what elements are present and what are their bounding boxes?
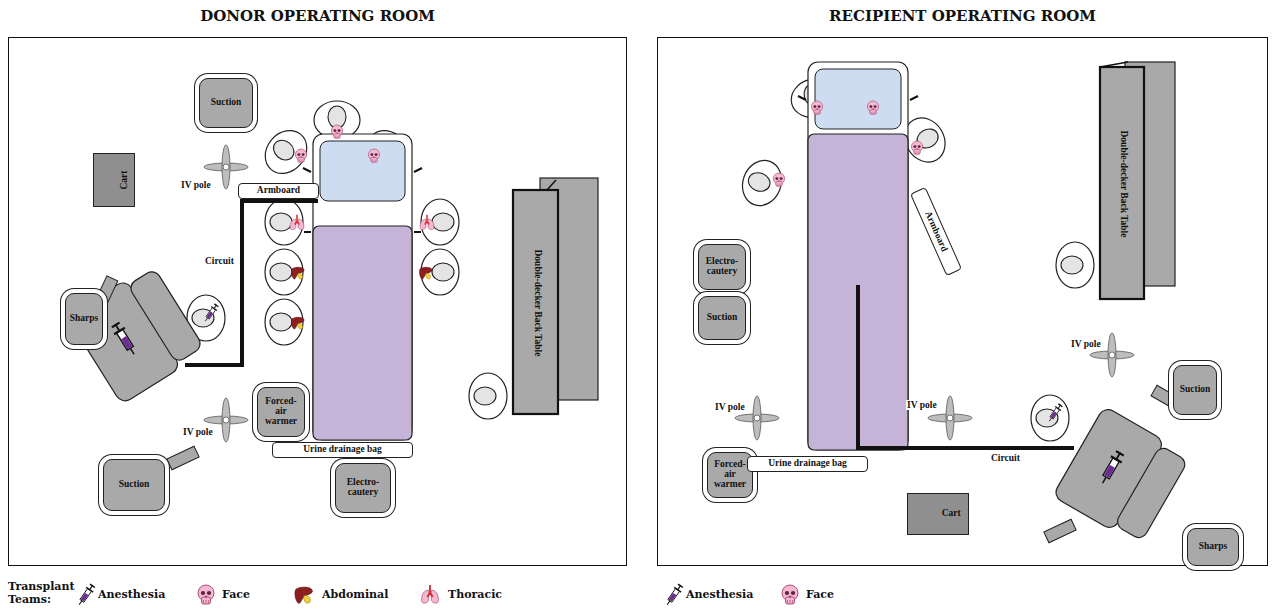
equipment-label: Suction xyxy=(1180,385,1211,395)
operating-room: DONOR OPERATING ROOMSuctionCartArmboardS… xyxy=(8,37,627,566)
legend-text: Abdominal xyxy=(322,588,388,601)
urine-drainage-bag: Urine drainage bag xyxy=(272,442,413,458)
iv-pole-label: IV pole xyxy=(714,402,746,412)
legend-text: Thoracic xyxy=(448,588,502,601)
equipment-label: Suction xyxy=(119,480,150,490)
back-table: Double-decker Back Table xyxy=(1101,68,1145,300)
room-title: DONOR OPERATING ROOM xyxy=(9,7,626,25)
electrocautery-unit: Electro-cautery xyxy=(335,463,391,513)
legend-text: Anesthesia xyxy=(686,588,753,601)
legend-text: Face xyxy=(806,588,834,601)
equipment-label: Urine drainage bag xyxy=(303,445,382,455)
operating-room: RECIPIENT OPERATING ROOMElectro-cauteryS… xyxy=(657,37,1268,566)
legend-heading: Transplant Teams: xyxy=(8,581,76,606)
equipment-label: Forced-air warmer xyxy=(710,460,750,490)
urine-drainage-bag: Urine drainage bag xyxy=(747,456,868,472)
iv-pole-label: IV pole xyxy=(1070,339,1102,349)
legend-item: Abdominal xyxy=(322,589,388,602)
iv-pole-label: IV pole xyxy=(906,400,938,410)
legend-item: Anesthesia xyxy=(686,589,753,602)
electrocautery-unit: Electro-cautery xyxy=(698,244,746,290)
legend-item: Face xyxy=(222,589,250,602)
equipment-label: Electro-cautery xyxy=(339,478,387,498)
equipment-label: Sharps xyxy=(1199,542,1228,552)
legend-item: Thoracic xyxy=(448,589,502,602)
suction-unit: Suction xyxy=(698,296,746,340)
back-table: Double-decker Back Table xyxy=(514,191,559,415)
legend-text: Face xyxy=(222,588,250,601)
sharps-container: Sharps xyxy=(65,293,103,345)
anesthesia-cart: Cart xyxy=(93,153,135,207)
sharps-container: Sharps xyxy=(1187,528,1239,566)
iv-pole-label: IV pole xyxy=(182,427,214,437)
equipment-label: Sharps xyxy=(70,314,99,324)
equipment-label: Double-decker Back Table xyxy=(532,243,542,363)
suction-unit: Suction xyxy=(1173,365,1217,415)
equipment-label: Suction xyxy=(707,313,738,323)
forced-air-warmer: Forced-air warmer xyxy=(257,387,305,437)
circuit-label: Circuit xyxy=(204,256,235,266)
anesthesia-cart: Cart xyxy=(907,493,969,535)
suction-unit: Suction xyxy=(103,459,165,511)
equipment-label: Electro-cautery xyxy=(701,257,743,277)
armboard: Armboard xyxy=(910,187,962,276)
legend-text: Anesthesia xyxy=(98,588,165,601)
equipment-label: Cart xyxy=(942,509,961,519)
suction-unit: Suction xyxy=(199,78,253,128)
legend-item: Face xyxy=(806,589,834,602)
circuit-label: Circuit xyxy=(990,453,1021,463)
equipment-label: Cart xyxy=(120,171,130,190)
equipment-label: Urine drainage bag xyxy=(768,459,847,469)
armboard: Armboard xyxy=(238,183,319,199)
equipment-label: Armboard xyxy=(923,210,950,254)
legend-item: Anesthesia xyxy=(98,589,165,602)
equipment-label: Double-decker Back Table xyxy=(1118,124,1128,244)
equipment-label: Suction xyxy=(211,98,242,108)
room-title: RECIPIENT OPERATING ROOM xyxy=(658,7,1267,25)
equipment-label: Forced-air warmer xyxy=(260,397,302,427)
equipment-label: Armboard xyxy=(257,186,300,196)
iv-pole-label: IV pole xyxy=(180,180,212,190)
